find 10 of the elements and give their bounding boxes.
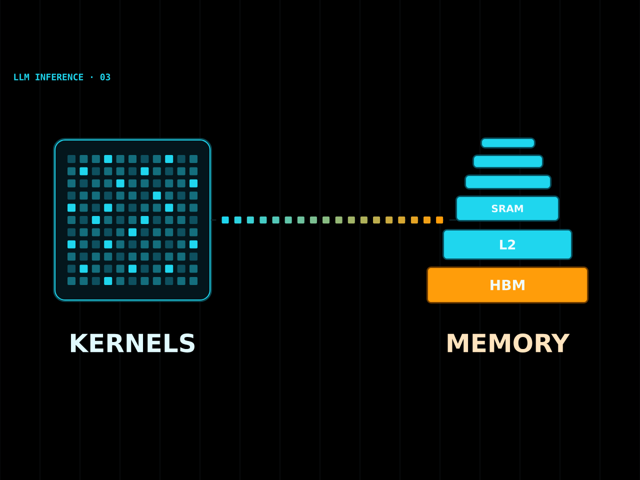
memory-bar <box>480 138 536 148</box>
memory-level-box: SRAM <box>456 196 560 222</box>
memory-level-box: L2 <box>442 229 572 260</box>
memory-bar <box>472 154 544 168</box>
heading: KERNELS <box>70 334 194 352</box>
heading: MEMORY <box>448 334 570 352</box>
memory-bar <box>464 174 552 190</box>
dotted-connector <box>210 216 458 224</box>
title-text: LLM INFERENCE · 03 <box>14 74 110 80</box>
memory-level-box: HBM <box>426 266 588 304</box>
